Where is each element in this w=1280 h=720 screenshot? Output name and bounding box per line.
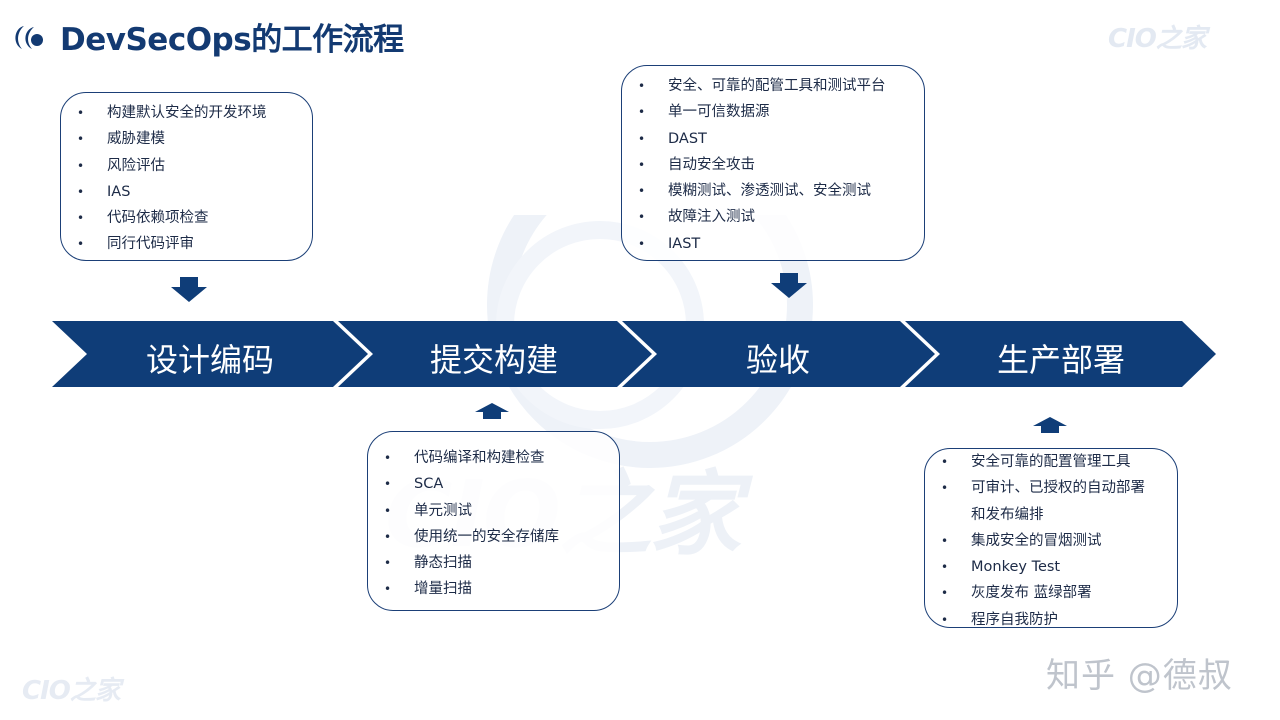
- bullet: •: [384, 503, 392, 518]
- bullet: •: [638, 105, 646, 120]
- list-item: •故障注入测试: [622, 204, 924, 230]
- list-item: •代码依赖项检查: [61, 205, 312, 231]
- bullet: •: [638, 131, 646, 146]
- bullet: •: [77, 237, 85, 252]
- list-item: •安全、可靠的配管工具和测试平台: [622, 73, 924, 99]
- bullet: •: [941, 560, 949, 575]
- list-item: •集成安全的冒烟测试: [925, 528, 1177, 554]
- arrow-up-deploy-icon: [1033, 417, 1067, 433]
- list-item: •同行代码评审: [61, 231, 312, 257]
- bullet: •: [384, 451, 392, 465]
- commit-build-box: •代码编译和构建检查 •SCA •单元测试 •使用统一的安全存储库 •静态扫描 …: [367, 431, 620, 611]
- design-coding-box: •构建默认安全的开发环境 •威胁建模 •风险评估 •IAS •代码依赖项检查 •…: [60, 92, 313, 261]
- acceptance-box: •安全、可靠的配管工具和测试平台 •单一可信数据源 •DAST •自动安全攻击 …: [621, 65, 925, 261]
- brand-mark-bottom: CIO之家: [22, 676, 121, 706]
- bullet: •: [941, 481, 949, 496]
- bullet: •: [941, 533, 949, 548]
- list-item: •自动安全攻击: [622, 152, 924, 178]
- list-item: •威胁建模: [61, 126, 312, 152]
- bullet: •: [638, 236, 646, 251]
- brand-logo-icon: [15, 26, 43, 49]
- arrow-down-accept-icon: [771, 273, 807, 298]
- bullet: •: [941, 586, 949, 601]
- production-deploy-box: •安全可靠的配置管理工具 •可审计、已授权的自动部署 和发布编排 •集成安全的冒…: [924, 448, 1178, 628]
- bullet: •: [384, 477, 392, 492]
- bullet: •: [77, 132, 85, 147]
- bullet: •: [941, 455, 949, 469]
- list-item: •模糊测试、渗透测试、安全测试: [622, 178, 924, 204]
- list-item: •灰度发布 蓝绿部署: [925, 580, 1177, 606]
- bullet: •: [77, 106, 85, 120]
- stage-label-design: 设计编码: [145, 341, 274, 379]
- bullet: •: [384, 582, 392, 597]
- stage-label-deploy: 生产部署: [996, 341, 1125, 379]
- stage-label-build: 提交构建: [429, 341, 558, 379]
- list-item: •增量扫描: [368, 576, 619, 602]
- bullet: •: [77, 211, 85, 226]
- list-item: •构建默认安全的开发环境: [61, 100, 312, 126]
- bullet: •: [77, 158, 85, 173]
- list-item: •单元测试: [368, 498, 619, 524]
- author-signature: 知乎 @德叔: [1046, 656, 1233, 696]
- list-item-continuation: 和发布编排: [971, 506, 1044, 523]
- bullet: •: [384, 529, 392, 544]
- list-item: •安全可靠的配置管理工具: [925, 449, 1177, 475]
- bullet: •: [638, 157, 646, 172]
- list-item: •Monkey Test: [925, 554, 1177, 580]
- page-title: DevSecOps的工作流程: [60, 22, 404, 58]
- list-item: •程序自我防护: [925, 607, 1177, 633]
- bullet: •: [77, 184, 85, 199]
- list-item: •IAS: [61, 179, 312, 205]
- stage-label-accept: 验收: [745, 341, 810, 379]
- bullet: •: [638, 210, 646, 225]
- brand-mark-top: CIO之家: [1108, 24, 1207, 54]
- list-item: •IAST: [622, 231, 924, 257]
- list-item: •DAST: [622, 126, 924, 152]
- arrow-down-design-icon: [171, 277, 207, 302]
- bullet: •: [384, 556, 392, 571]
- bullet: •: [638, 184, 646, 199]
- bullet: •: [941, 612, 949, 627]
- list-item: •代码编译和构建检查: [368, 445, 619, 471]
- list-item: •使用统一的安全存储库: [368, 524, 619, 550]
- bullet: •: [638, 79, 646, 93]
- list-item: •单一可信数据源: [622, 99, 924, 125]
- arrow-up-build-icon: [475, 403, 509, 419]
- list-item: •SCA: [368, 471, 619, 497]
- list-item: •静态扫描: [368, 550, 619, 576]
- list-item: •可审计、已授权的自动部署: [925, 475, 1177, 501]
- list-item: •风险评估: [61, 153, 312, 179]
